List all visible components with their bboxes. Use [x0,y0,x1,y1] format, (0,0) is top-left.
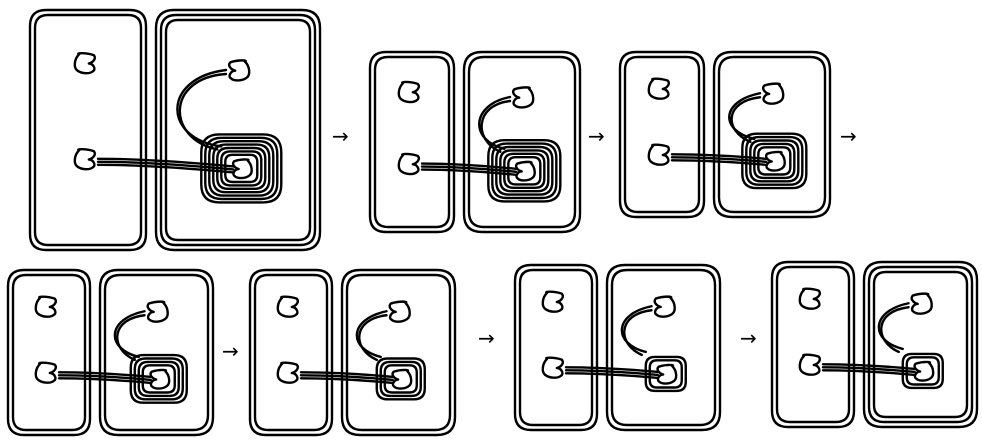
kidney-shaped-hole-icon [649,79,669,99]
diagram-step-step-3 [620,52,830,217]
kidney-shaped-hole-icon [151,370,170,389]
kidney-shaped-hole-icon [399,82,419,102]
kidney-shaped-hole-icon [278,297,298,317]
outer-band-curve [100,270,213,435]
outer-band-curve [612,270,715,425]
outer-band-curve [161,15,315,245]
kidney-shaped-hole-icon [655,297,675,317]
kidney-shaped-hole-icon [516,162,535,181]
left-loop-curve [8,270,90,435]
outer-band-curve [166,20,310,240]
kidney-shaped-hole-icon [75,53,95,73]
kidney-shaped-hole-icon [36,297,56,317]
kidney-shaped-hole-icon [658,365,677,384]
outer-band-curve [869,267,972,422]
right-arrow-icon: → [588,124,605,148]
kidney-shaped-hole-icon [229,60,249,80]
right-arrow-icon: → [478,326,495,350]
kidney-shaped-hole-icon [763,84,783,104]
diagram-step-step-5 [250,270,455,435]
kidney-shaped-hole-icon [543,358,563,378]
outer-band-curve [347,275,450,430]
outer-band-curve [342,270,455,435]
kidney-shaped-hole-icon [800,355,820,375]
kidney-shaped-hole-icon [75,149,95,169]
kidney-shaped-hole-icon [399,154,419,174]
kidney-shaped-hole-icon [800,289,820,309]
right-arrow-icon: → [740,326,757,350]
diagram-step-step-6 [515,265,720,430]
kidney-shaped-hole-icon [393,370,412,389]
left-loop-curve [250,270,332,435]
kidney-shaped-hole-icon [513,87,533,107]
left-loop-curve [370,52,454,232]
outer-band-curve [607,265,720,430]
left-loop-curve [35,15,141,245]
diagram-step-step-7 [772,262,977,427]
kidney-shaped-hole-icon [543,292,563,312]
outer-band-curve [864,262,977,427]
outer-band-curve [105,275,208,430]
kidney-shaped-hole-icon [36,363,56,383]
diagram-step-step-1 [30,10,320,250]
kidney-shaped-hole-icon [233,159,252,178]
kidney-shaped-hole-icon [766,152,785,171]
right-arrow-icon: → [332,124,349,148]
diagram-step-step-2 [370,52,580,232]
kidney-shaped-hole-icon [278,363,298,383]
left-loop-curve [772,262,854,427]
kidney-shaped-hole-icon [915,362,934,381]
right-arrow-icon: → [222,339,239,363]
right-arrow-icon: → [840,124,857,148]
kidney-shaped-hole-icon [148,302,168,322]
kidney-shaped-hole-icon [912,294,932,314]
kidney-shaped-hole-icon [649,145,669,165]
left-loop-curve [30,10,146,250]
left-loop-curve [515,265,597,430]
outer-band-curve [464,52,580,232]
outer-band-curve [156,10,320,250]
left-loop-curve [620,52,704,217]
kidney-shaped-hole-icon [390,302,410,322]
diagram-step-step-4 [8,270,213,435]
